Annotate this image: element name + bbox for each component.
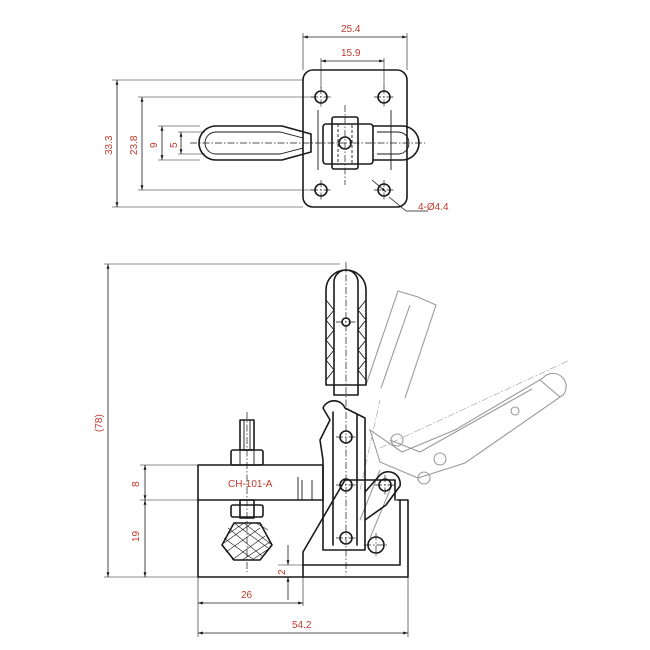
dim-holes: 4-Ø4.4 bbox=[418, 202, 449, 213]
dim-total-height: (78) bbox=[94, 414, 105, 432]
ghost-handle bbox=[359, 290, 571, 539]
spindle-bolt bbox=[230, 412, 264, 572]
side-base-outline bbox=[197, 499, 304, 578]
dim-slot-outer: 9 bbox=[149, 142, 160, 148]
model-label: CH-101-A bbox=[228, 479, 273, 490]
top-plate-edge-lines bbox=[317, 110, 392, 170]
dim-width-inner: 15.9 bbox=[341, 48, 361, 59]
hole-leader bbox=[388, 196, 428, 212]
dim-slot-inner: 5 bbox=[169, 142, 180, 148]
dim-base-offset: 2 bbox=[277, 569, 288, 575]
top-view: 25.4 15.9 33.3 23.8 9 5 4-Ø4.4 bbox=[104, 24, 449, 213]
side-dimensions bbox=[104, 263, 409, 637]
spindle-rubber-tip bbox=[221, 522, 273, 561]
side-linkage bbox=[319, 400, 402, 557]
side-handle bbox=[325, 262, 367, 575]
side-view: CH-101-A bbox=[94, 262, 571, 637]
dim-width-outer: 25.4 bbox=[341, 24, 361, 35]
dim-upper-height: 8 bbox=[131, 481, 142, 487]
dim-height-outer: 33.3 bbox=[104, 135, 115, 155]
top-handle-slot bbox=[204, 131, 304, 155]
dim-spindle-distance: 26 bbox=[241, 590, 253, 601]
dim-total-length: 54.2 bbox=[292, 620, 312, 631]
top-handle-arm bbox=[198, 125, 312, 161]
dim-height-inner: 23.8 bbox=[129, 135, 140, 155]
dim-lower-height: 19 bbox=[131, 530, 142, 542]
top-clamp-block bbox=[190, 105, 425, 185]
top-dimensions bbox=[112, 33, 408, 208]
